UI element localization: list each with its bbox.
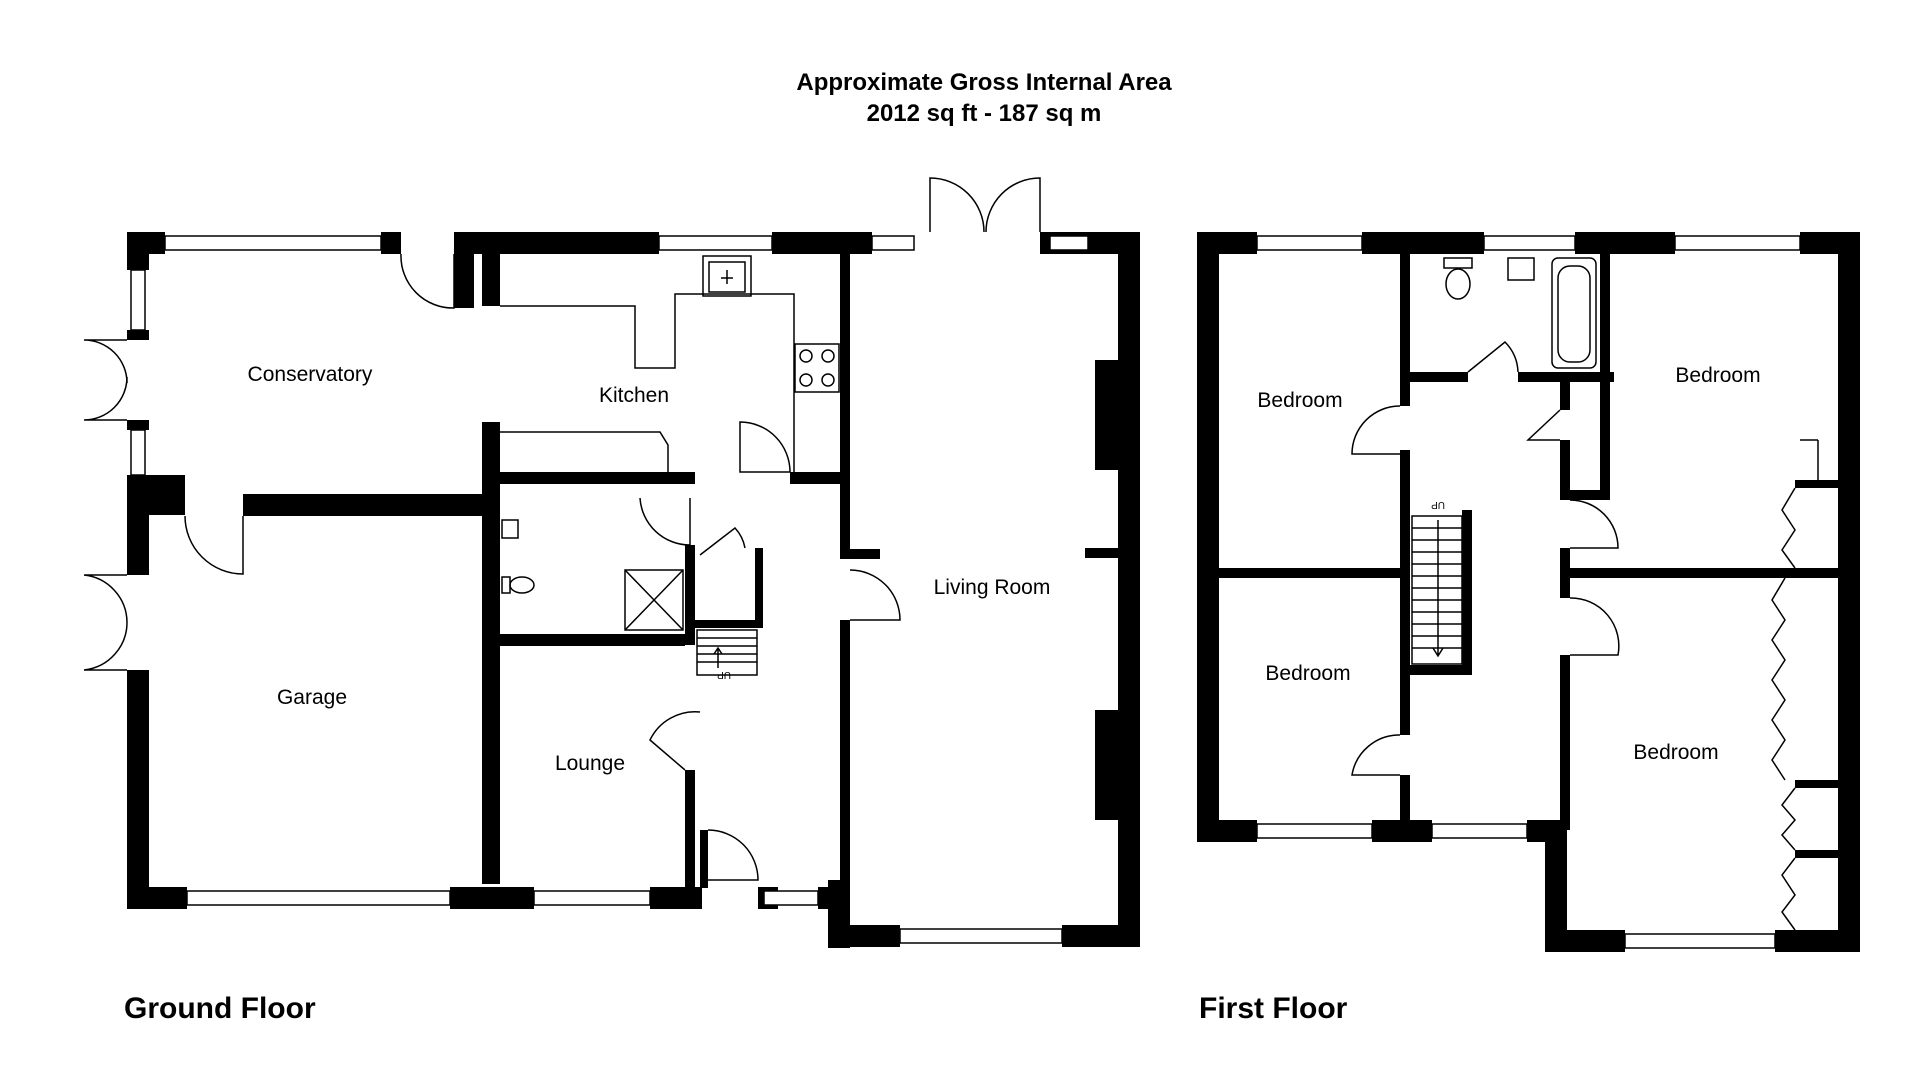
shower-icon	[624, 569, 684, 631]
kitchen-sink-icon	[702, 255, 752, 297]
toilet-icon	[1445, 268, 1471, 300]
first-floor-plan: UP Bedroom Bedroom Bedroom Bedroom First…	[1197, 232, 1860, 1025]
first-stairs: UP	[1411, 499, 1463, 665]
ground-floor-walls	[127, 232, 1140, 948]
room-bedroom-top-right: Bedroom	[1675, 364, 1760, 387]
first-floor-doors	[1351, 340, 1796, 931]
room-bedroom-bottom-right: Bedroom	[1633, 741, 1718, 764]
basin-icon	[1507, 257, 1535, 281]
room-kitchen: Kitchen	[599, 384, 669, 407]
ground-floor-plan: UP Conservatory Kitchen Living Room Gara…	[83, 177, 1140, 1025]
basin-icon	[501, 519, 519, 539]
ground-stairs: UP	[696, 629, 758, 680]
room-bedroom-bottom-left: Bedroom	[1265, 662, 1350, 685]
area-title: Approximate Gross Internal Area	[796, 69, 1172, 96]
ground-floor-fixtures: UP	[500, 255, 840, 680]
first-floor-walls	[1197, 232, 1860, 952]
hob-icon	[794, 343, 840, 393]
ground-stair-up-label: UP	[717, 669, 731, 680]
ground-floor-windows	[130, 235, 1089, 944]
ground-floor-doors	[83, 177, 1041, 881]
toilet-icon	[509, 576, 535, 594]
room-conservatory: Conservatory	[248, 363, 373, 386]
first-floor-fixtures: UP	[1411, 257, 1819, 665]
room-garage: Garage	[277, 686, 347, 709]
ground-floor-label: Ground Floor	[124, 992, 316, 1025]
first-stair-up-label: UP	[1431, 499, 1445, 510]
room-bedroom-top-left: Bedroom	[1257, 389, 1342, 412]
area-value: 2012 sq ft - 187 sq m	[867, 100, 1102, 127]
bath-icon	[1551, 257, 1597, 369]
first-floor-label: First Floor	[1199, 992, 1348, 1025]
first-floor-windows	[1256, 235, 1801, 949]
room-lounge: Lounge	[555, 752, 625, 775]
room-living-room: Living Room	[934, 576, 1051, 599]
